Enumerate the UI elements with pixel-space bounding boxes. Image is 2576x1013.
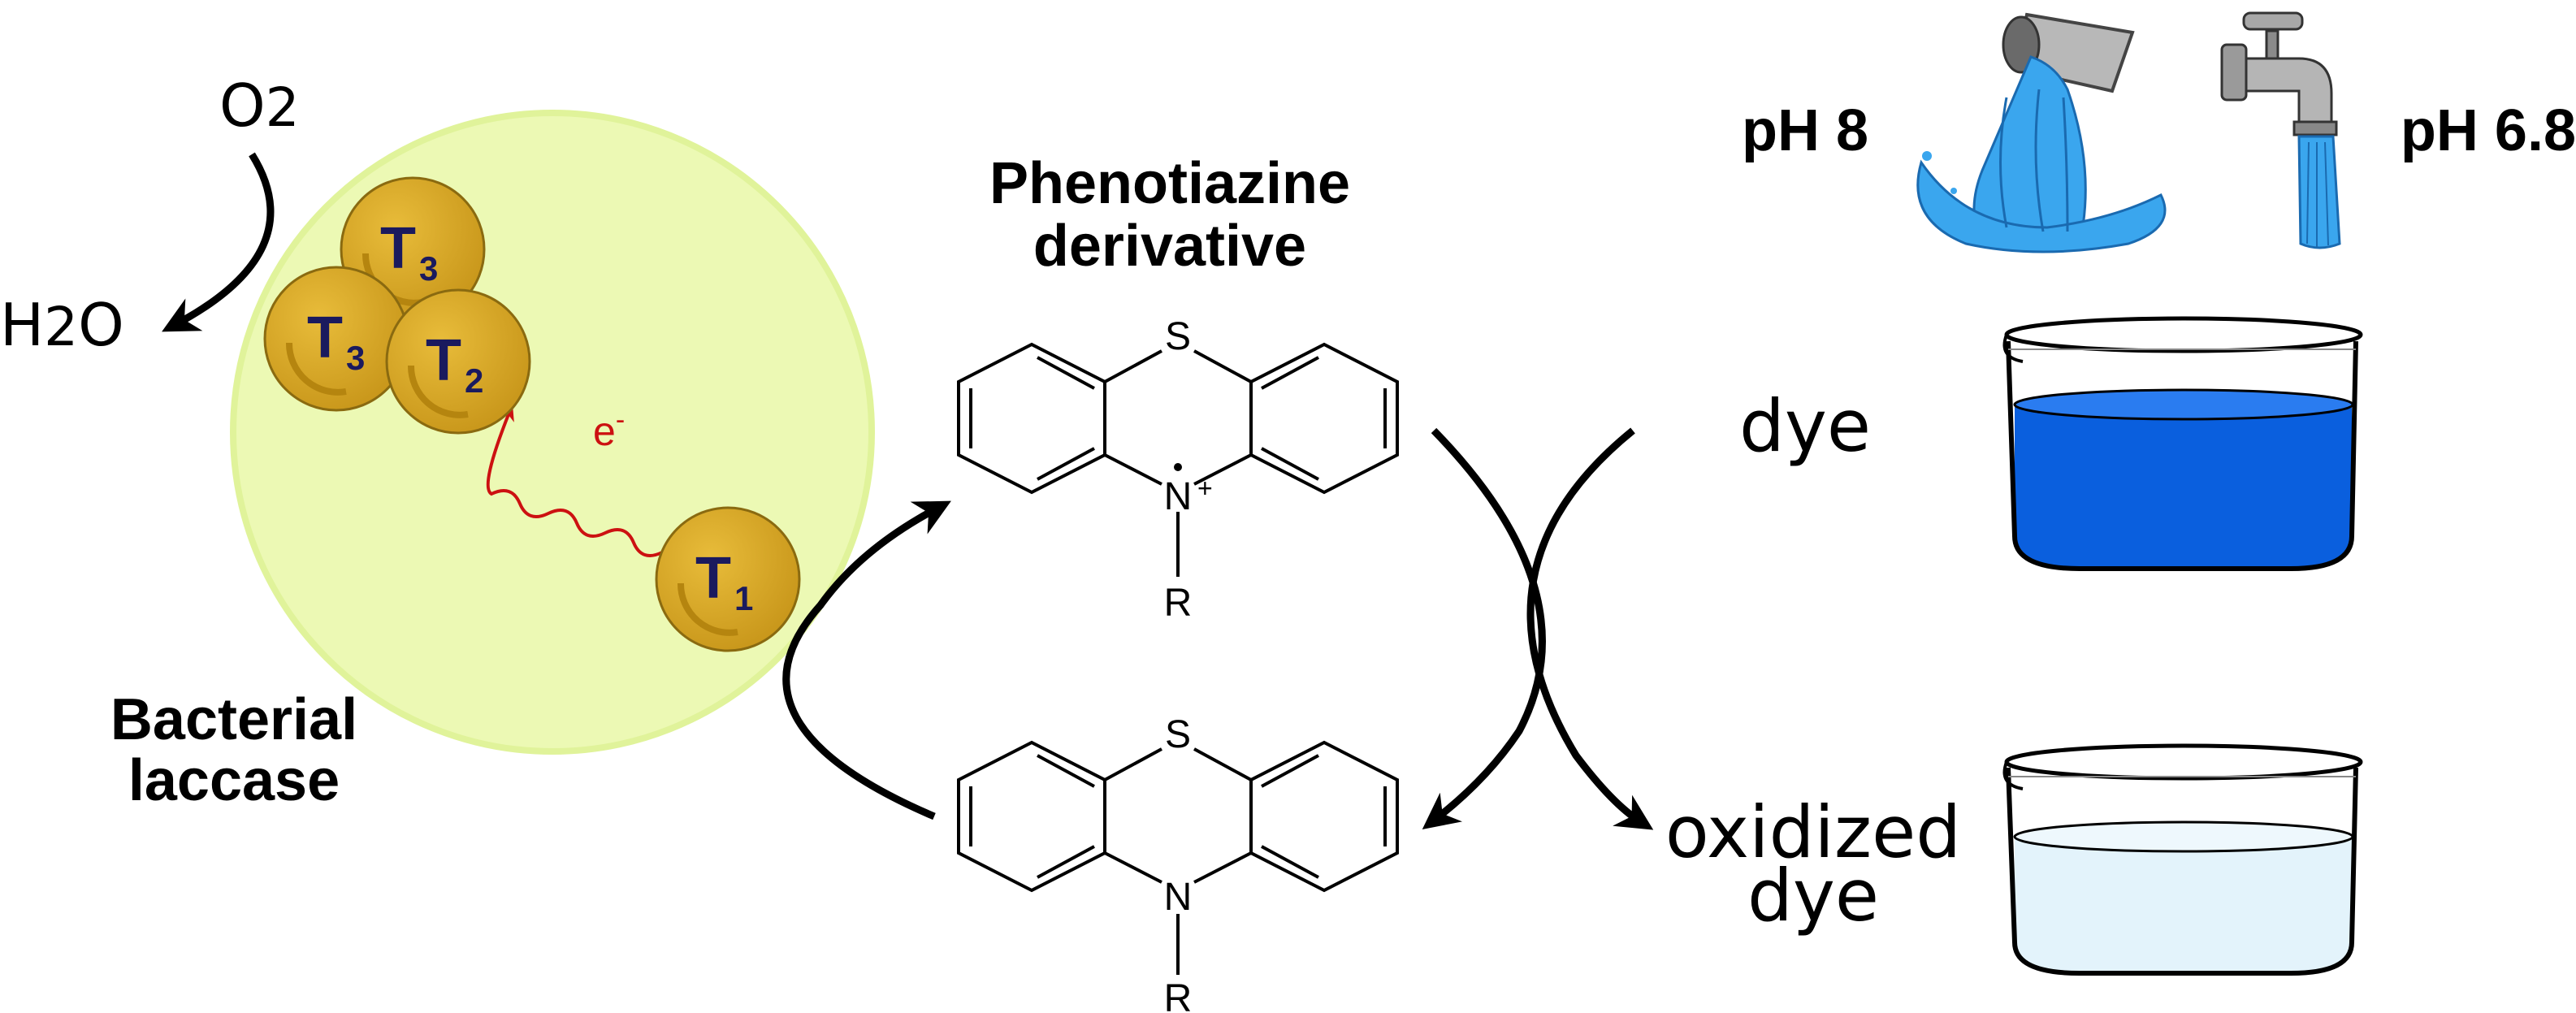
dye-beaker — [2002, 316, 2363, 571]
electron-label: e- — [593, 405, 625, 454]
dye-oxidation-arrow — [1526, 427, 1654, 830]
ph-conditions: pH 8 pH 6.8 — [1742, 11, 2576, 253]
oxygen-reduction: O2 H2O — [0, 71, 300, 359]
bacterial-laccase: e- T 3 T 3 T 2 T 1 Bacterial — [110, 110, 875, 813]
svg-text:T: T — [695, 546, 731, 611]
dye-label: dye — [1739, 384, 1871, 468]
svg-text:2: 2 — [465, 361, 483, 400]
faucet-icon — [2220, 11, 2341, 249]
svg-text:3: 3 — [346, 339, 365, 377]
pouring-water-icon — [1916, 12, 2167, 253]
water-product: H2O — [0, 291, 124, 359]
oxidized-dye-label-line1: oxidized — [1665, 790, 1961, 874]
reduced-sulfur: S — [1165, 713, 1191, 756]
oxygen-reactant: O2 — [219, 71, 300, 140]
enzyme-body — [230, 110, 875, 755]
ph-right-label: pH 6.8 — [2401, 98, 2576, 163]
mediator-oxidized-structure — [957, 342, 1399, 577]
reduced-r-group: R — [1164, 977, 1193, 1013]
copper-site-t1: T 1 — [655, 506, 801, 652]
redox-cycle-arrows — [782, 427, 1654, 830]
copper-site-t2: T 2 — [385, 288, 531, 435]
oxygen-arrow — [162, 152, 275, 332]
mediator-reduction-arrow — [1422, 427, 1546, 829]
svg-text:T: T — [307, 305, 343, 370]
oxidized-dye-label-line2: dye — [1747, 854, 1879, 937]
electron-transfer-wave — [486, 404, 663, 557]
phenothiazine-mediator: Phenotiazine derivative S N + R — [957, 151, 1399, 1013]
ph-left-label: pH 8 — [1742, 98, 1868, 163]
oxidized-dye-beaker — [2002, 743, 2363, 976]
copper-site-t3-left: T 3 — [263, 266, 409, 412]
enzyme-label-line2: laccase — [128, 748, 340, 813]
oxidized-sulfur: S — [1165, 315, 1191, 358]
oxidized-nitrogen: N — [1164, 475, 1193, 518]
dye-section: dye oxidized dye — [1665, 316, 2363, 976]
oxidized-r-group: R — [1164, 582, 1193, 625]
radical-dot — [1174, 463, 1182, 471]
oxidized-charge: + — [1197, 474, 1213, 503]
svg-text:T: T — [380, 216, 416, 281]
mediator-title-line2: derivative — [1033, 214, 1306, 279]
mediator-reduced-structure — [957, 740, 1399, 975]
mediator-oxidation-arrow — [782, 500, 951, 820]
svg-text:3: 3 — [419, 249, 438, 288]
svg-text:T: T — [426, 328, 461, 393]
mediator-title-line1: Phenotiazine — [989, 151, 1350, 216]
reduced-nitrogen: N — [1164, 876, 1193, 919]
svg-text:1: 1 — [734, 579, 753, 617]
enzyme-label-line1: Bacterial — [110, 687, 357, 752]
